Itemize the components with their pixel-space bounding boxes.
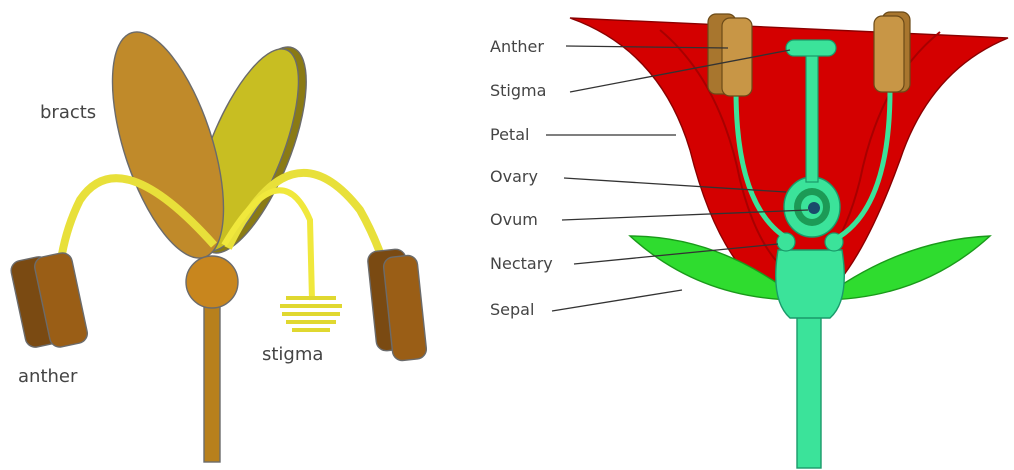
feathery-stigma (280, 298, 342, 330)
leader-sepal (552, 290, 682, 311)
receptacle (776, 250, 845, 318)
anther-right (874, 12, 910, 92)
label-ovary: Ovary (490, 167, 538, 186)
anther-left (9, 251, 89, 349)
anther-right (367, 248, 427, 361)
grass-flower-diagram: bracts anther stigma (9, 19, 427, 462)
label-nectary: Nectary (490, 254, 553, 273)
flower-section-diagram: Anther Stigma Petal Ovary Ovum Nectary S… (490, 12, 1008, 468)
flower-base (186, 256, 238, 308)
style (806, 52, 818, 182)
label-petal: Petal (490, 125, 529, 144)
label-bracts: bracts (40, 102, 96, 123)
label-anther: Anther (490, 37, 544, 56)
label-sepal: Sepal (490, 300, 534, 319)
flower-stalk (204, 282, 220, 462)
label-stigma: stigma (262, 344, 323, 365)
ovum (808, 202, 820, 214)
pedicel (797, 300, 821, 468)
stigma (786, 40, 836, 56)
label-stigma: Stigma (490, 81, 546, 100)
label-ovum: Ovum (490, 210, 538, 229)
anther-left (708, 14, 752, 96)
label-anther: anther (18, 366, 78, 387)
